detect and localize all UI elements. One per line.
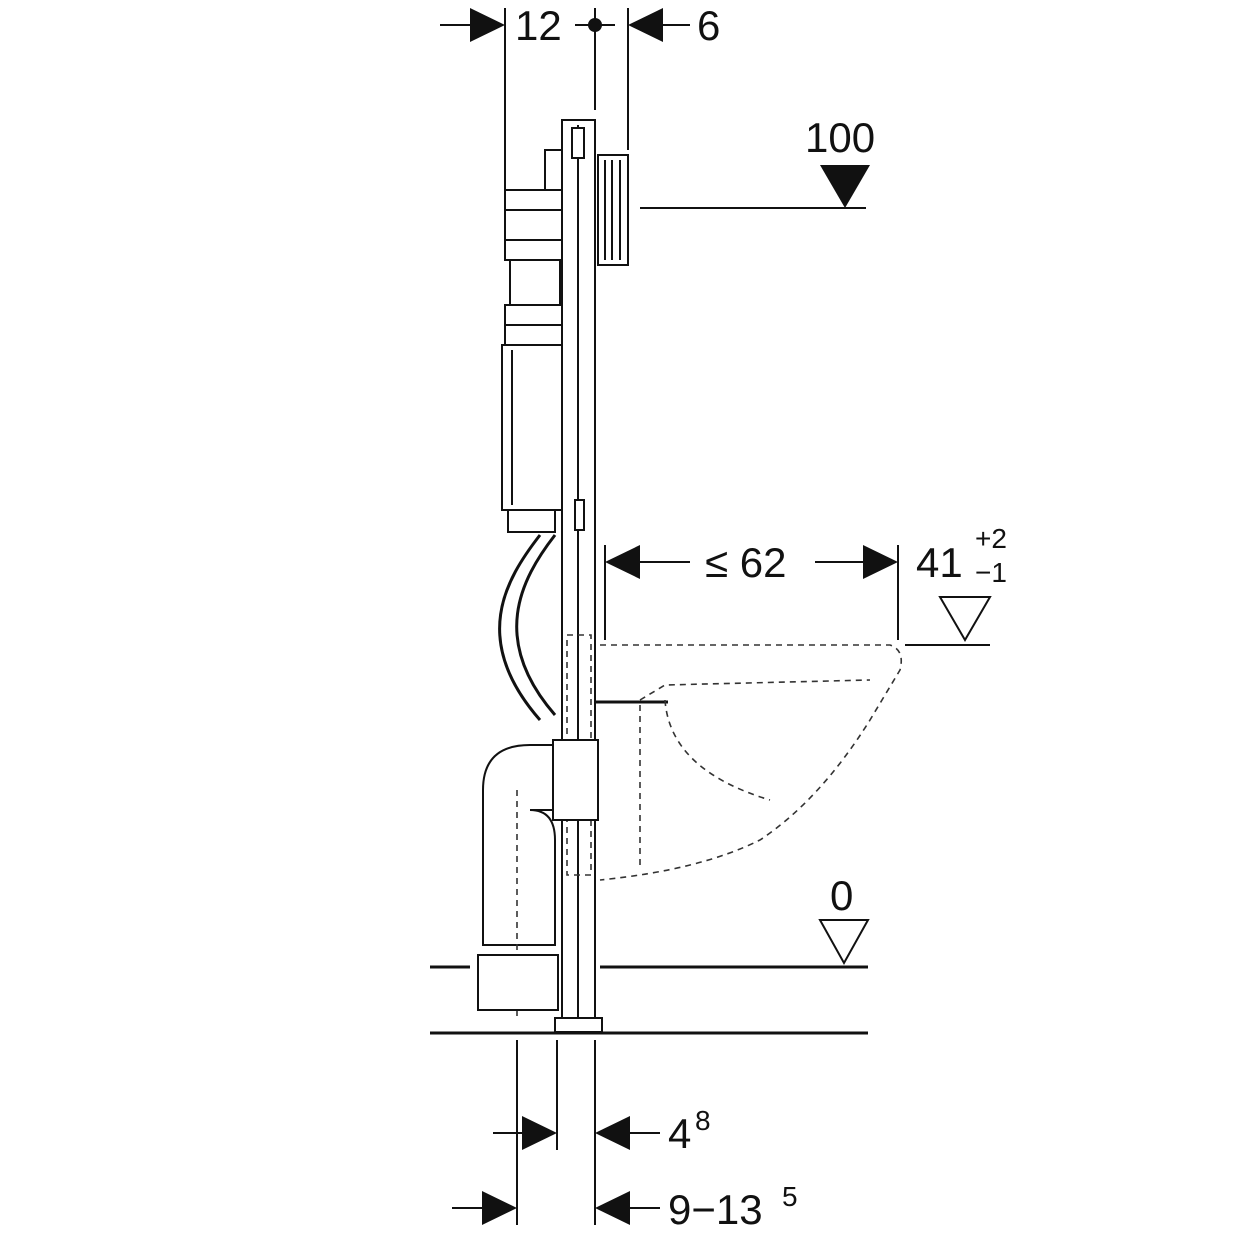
- dim-9-13-sup: 5: [782, 1181, 798, 1212]
- arrow-left-icon: [595, 1116, 630, 1150]
- dim-62: ≤ 62: [705, 539, 786, 586]
- dim-100: 100: [805, 114, 875, 161]
- flush-pipe: [515, 534, 557, 716]
- floor-level-mark: 0: [430, 872, 870, 1035]
- projection-dimension: ≤ 62 41 +2 −1: [604, 523, 1007, 646]
- tolerance-plus: +2: [975, 523, 1007, 554]
- flush-plate: [597, 154, 629, 266]
- open-triangle-icon: [818, 919, 870, 966]
- tolerance-minus: −1: [975, 557, 1007, 588]
- arrow-left-icon: [595, 1191, 630, 1225]
- cistern: [501, 149, 563, 533]
- actuator-height-mark: 100: [640, 114, 875, 209]
- arrow-right-icon: [522, 1116, 557, 1150]
- dim-4-sup: 8: [695, 1105, 711, 1136]
- arrow-left-icon: [605, 545, 640, 579]
- frame: [554, 119, 603, 1033]
- dim-41: 41: [916, 539, 963, 586]
- arrow-right-icon: [482, 1191, 517, 1225]
- dim-12: 12: [515, 2, 562, 49]
- arrow-right-icon: [863, 545, 898, 579]
- dim-4: 4: [668, 1110, 691, 1157]
- arrow-left-icon: [628, 8, 663, 42]
- open-triangle-icon: [938, 596, 992, 642]
- wc-bowl-outline: [599, 644, 903, 881]
- top-dimension: 12 6: [440, 2, 720, 190]
- bottom-dimensions: 4 8 9−13 5: [452, 1040, 798, 1233]
- dim-0: 0: [830, 872, 853, 919]
- drain-pipe: [477, 739, 599, 1020]
- dim-6: 6: [697, 2, 720, 49]
- arrow-right-icon: [470, 8, 505, 42]
- filled-triangle-icon: [820, 165, 870, 208]
- dim-9-13: 9−13: [668, 1186, 763, 1233]
